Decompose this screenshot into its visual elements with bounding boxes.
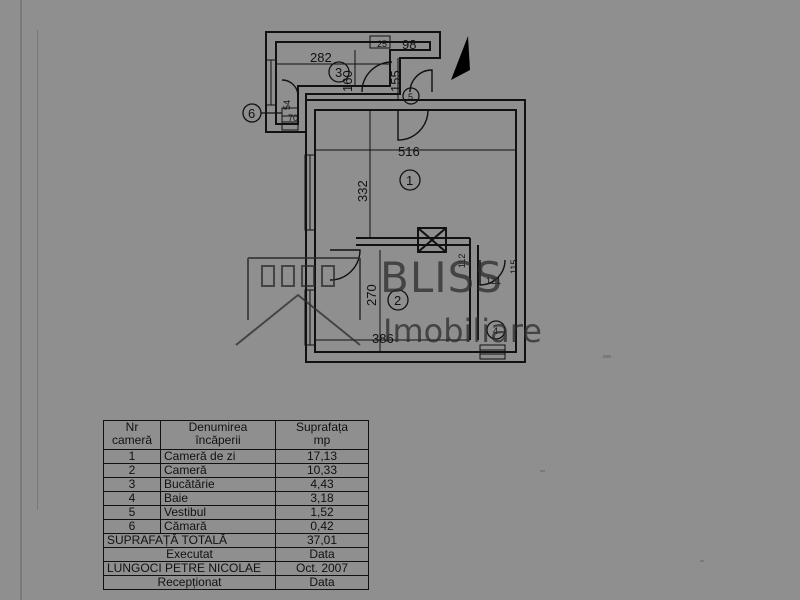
dim-386: 386 (372, 331, 394, 346)
dim-282: 282 (310, 50, 332, 65)
total-label: SUPRAFAȚĂ TOTALĂ (103, 533, 276, 548)
executed-label: Executat (103, 547, 276, 562)
room-marker-1: 1 (406, 173, 413, 188)
table-row: 6 Cămară 0,42 (103, 519, 369, 534)
windows (265, 35, 506, 360)
dim-25: 25 (377, 39, 387, 49)
executor-row: LUNGOCI PETRE NICOLAE Oct. 2007 (103, 561, 369, 576)
dim-121: 121 (486, 276, 501, 286)
table-row: 1 Cameră de zi 17,13 (103, 449, 369, 464)
room-marker-6: 6 (248, 106, 255, 121)
dim-160: 160 (340, 70, 355, 92)
dim-54: 54 (282, 100, 292, 110)
room-marker-2: 2 (394, 293, 401, 308)
dim-155: 155 (388, 70, 403, 92)
room-marker-3: 3 (335, 65, 342, 80)
walls (265, 31, 526, 363)
dim-115: 115 (509, 260, 519, 274)
executed-date-label: Data (275, 547, 369, 562)
received-row: Recepționat Data (103, 575, 369, 590)
header-name: Denumirea încăperii (160, 420, 276, 450)
door-swings (281, 61, 506, 286)
dim-516: 516 (398, 144, 420, 159)
watermark-logo: BLISS Imobiliare (235, 253, 542, 350)
dim-332: 332 (355, 180, 370, 202)
header-area: Suprafața mp (275, 420, 369, 450)
room-marker-4: 4 (493, 326, 498, 336)
table-row: 5 Vestibul 1,52 (103, 505, 369, 520)
table-row: 4 Baie 3,18 (103, 491, 369, 506)
received-date-label: Data (275, 575, 369, 590)
dim-70: 70 (288, 113, 298, 123)
executed-row: Executat Data (103, 547, 369, 562)
rooms-area-table: Nr cameră Denumirea încăperii Suprafața … (103, 420, 369, 590)
executor-date: Oct. 2007 (275, 561, 369, 576)
total-value: 37,01 (275, 533, 369, 548)
table-row: 2 Cameră 10,33 (103, 463, 369, 478)
table-header-row: Nr cameră Denumirea încăperii Suprafața … (103, 420, 369, 450)
dimension-lines (276, 50, 516, 352)
received-label: Recepționat (103, 575, 276, 590)
watermark-brand: BLISS (380, 253, 503, 302)
background-specks (20, 0, 704, 600)
total-row: SUPRAFAȚĂ TOTALĂ 37,01 (103, 533, 369, 548)
executor-name: LUNGOCI PETRE NICOLAE (103, 561, 276, 576)
room-markers (242, 61, 506, 340)
dim-270: 270 (364, 284, 379, 306)
house-logo-icon (235, 257, 361, 346)
watermark-tagline: Imobiliare (383, 312, 542, 350)
header-nr: Nr cameră (103, 420, 161, 450)
north-arrow-icon (451, 36, 470, 80)
dim-112: 112 (457, 254, 467, 268)
room-marker-5: 5 (408, 92, 413, 102)
dim-98: 98 (402, 37, 416, 52)
table-row: 3 Bucătărie 4,43 (103, 477, 369, 492)
